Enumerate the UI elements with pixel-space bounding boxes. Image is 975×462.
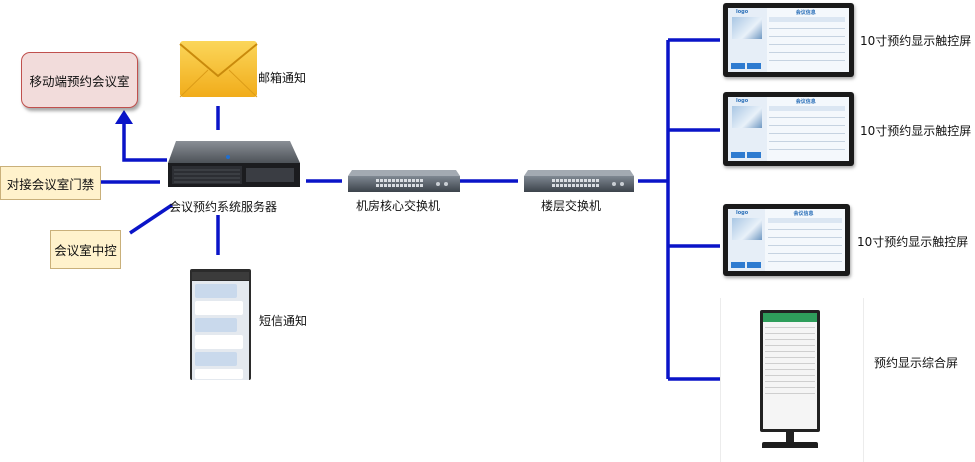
phone-sms-icon [190, 269, 251, 380]
server-label: 会议预约系统服务器 [169, 200, 278, 214]
central-control-box: 会议室中控 [50, 230, 121, 269]
link-ctrl-server [129, 203, 173, 235]
touch-screen-device: logo 会议信息 [723, 92, 854, 166]
touch-screen-device: logo 会议信息 [723, 3, 854, 77]
combined-screen-device [760, 310, 820, 432]
core-switch-label: 机房核心交换机 [356, 199, 441, 213]
touch-screen-label: 10寸预约显示触控屏 [857, 235, 969, 249]
screen-photo [732, 17, 762, 39]
arrowhead-mobile [115, 110, 133, 124]
door-access-label: 对接会议室门禁 [6, 176, 95, 192]
touch-screen-label: 10寸预约显示触控屏 [860, 34, 972, 48]
screen-title: 会议信息 [795, 99, 816, 105]
screen-photo [732, 218, 762, 240]
screen-logo: logo [736, 9, 749, 15]
touch-screen-device: logo 会议信息 [723, 204, 850, 276]
mobile-booking-label: 移动端预约会议室 [29, 73, 130, 89]
server-icon [168, 141, 300, 187]
envelope-icon [179, 41, 258, 98]
email-label: 邮箱通知 [258, 71, 307, 85]
floor-switch-label: 楼层交换机 [541, 199, 602, 213]
screen-title: 会议信息 [793, 211, 814, 217]
mobile-booking-box: 移动端预约会议室 [21, 52, 138, 108]
central-control-label: 会议室中控 [54, 243, 117, 258]
switch-icon [524, 170, 634, 192]
link-server-mobile [122, 122, 167, 162]
screen-photo [732, 106, 762, 128]
screen-logo: logo [736, 210, 749, 216]
screen-logo: logo [736, 98, 749, 104]
combined-screen-label: 预约显示综合屏 [874, 356, 959, 370]
sms-label: 短信通知 [259, 314, 308, 328]
door-access-box: 对接会议室门禁 [0, 166, 101, 200]
screen-title: 会议信息 [795, 10, 816, 16]
combined-screen-stand [786, 432, 794, 444]
combined-screen-base [762, 442, 818, 448]
connection-lines [101, 38, 720, 381]
touch-screen-label: 10寸预约显示触控屏 [860, 124, 972, 138]
switch-icon [348, 170, 460, 192]
